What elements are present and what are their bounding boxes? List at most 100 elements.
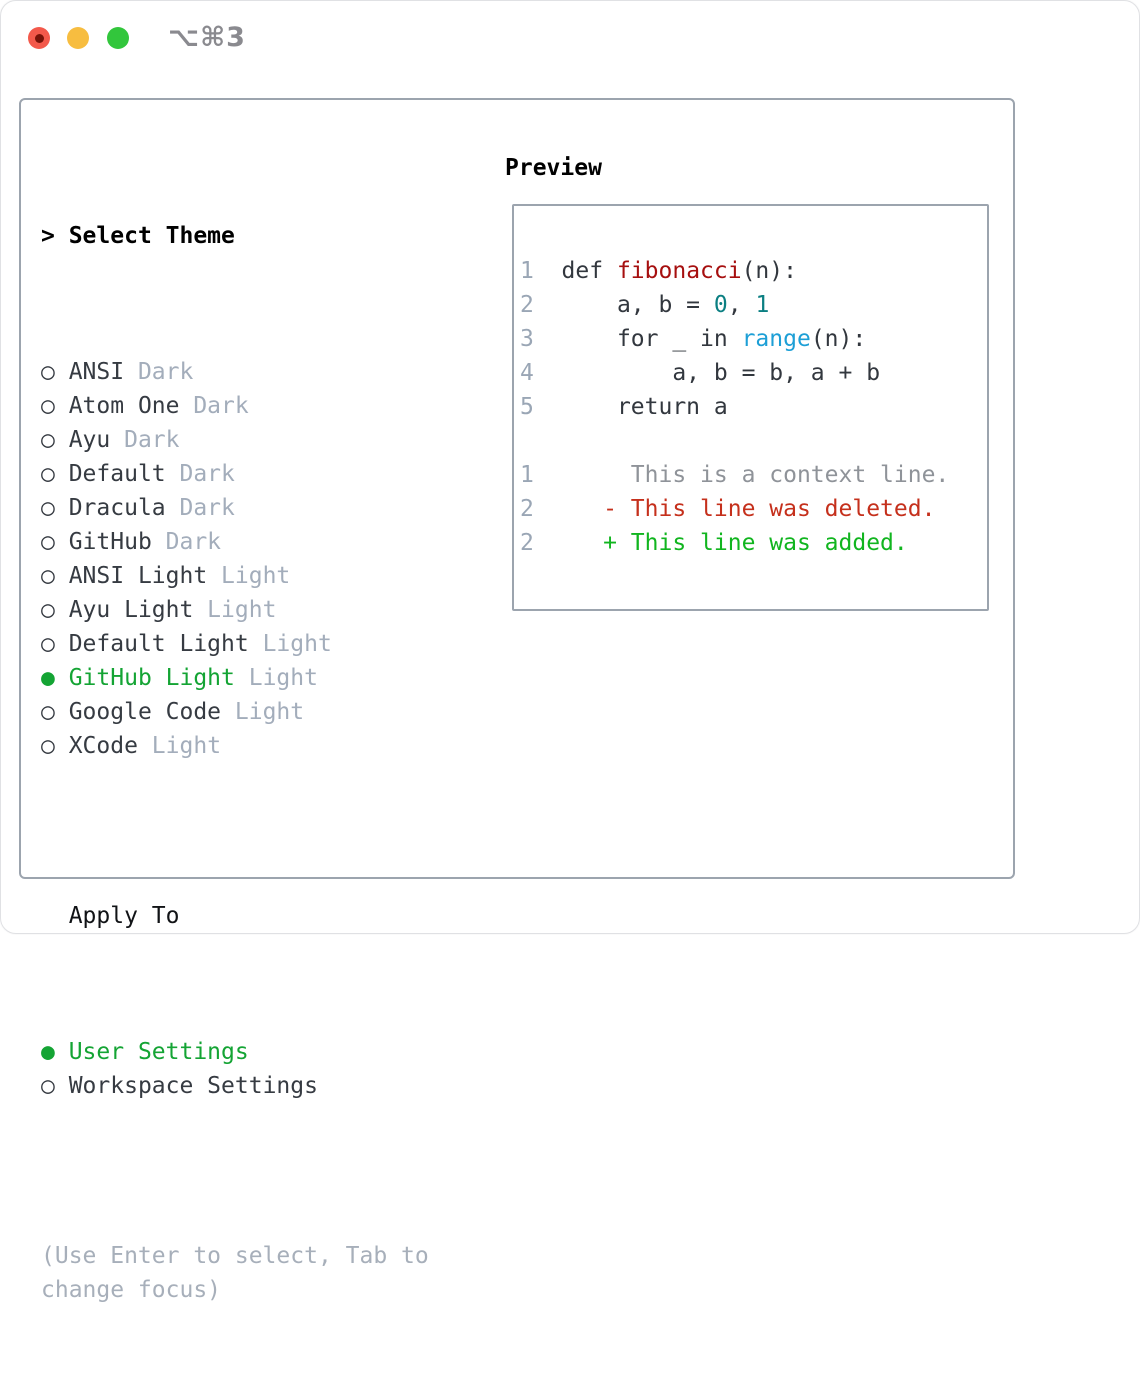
theme-variant-tag: Dark [151,529,222,555]
theme-name: Atom One [68,393,180,419]
apply-option-user-settings[interactable]: ● User Settings [41,1035,429,1069]
theme-item-ayu-light[interactable]: ○ Ayu Light Light [41,593,429,627]
theme-name: Dracula [68,495,166,521]
apply-option-label: Workspace Settings [68,1073,318,1099]
radio-icon: ○ [41,393,69,419]
theme-name: GitHub Light [68,665,235,691]
code-segment-ln: 2 [520,530,534,556]
apply-option-workspace-settings[interactable]: ○ Workspace Settings [41,1069,429,1103]
radio-icon: ○ [41,495,69,521]
theme-variant-tag: Dark [165,495,235,521]
theme-item-github-light[interactable]: ● GitHub Light Light [41,661,429,695]
theme-variant-tag: Light [248,631,332,657]
code-segment-del: - This line was deleted. [603,496,936,522]
theme-item-ansi[interactable]: ○ ANSI Dark [41,355,429,389]
theme-variant-tag: Light [137,733,222,759]
theme-name: Ayu Light [68,597,194,623]
radio-icon: ○ [41,1073,69,1099]
theme-item-ayu[interactable]: ○ Ayu Dark [41,423,429,457]
radio-icon: ○ [41,427,69,453]
theme-name: Ayu [68,427,111,453]
preview-heading: Preview [505,155,602,181]
code-line: 5 return a [520,390,987,424]
theme-variant-tag: Light [221,699,305,725]
code-line: 1 def fibonacci(n): [520,254,987,288]
code-segment-pl [534,496,603,522]
title-bar: ⌥⌘3 [1,1,1139,71]
code-segment-ln: 5 [520,394,534,420]
code-segment-pl: def [533,258,617,284]
theme-item-google-code[interactable]: ○ Google Code Light [41,695,429,729]
theme-name: Default [68,461,166,487]
theme-item-dracula[interactable]: ○ Dracula Dark [41,491,429,525]
code-segment-pl: (n): [741,258,797,284]
code-line: 2 - This line was deleted. [520,492,987,526]
theme-picker-left-column: > Select Theme ○ ANSI Dark○ Atom One Dar… [41,151,429,1375]
radio-icon: ○ [41,631,69,657]
selected-radio-icon: ● [41,1039,69,1065]
theme-variant-tag: Light [207,563,291,589]
radio-icon: ○ [41,563,69,589]
code-segment-pl: a, b = b, a + b [533,360,881,386]
code-segment-pl: a, b = [533,292,714,318]
code-segment-ln: 2 [520,292,534,318]
code-segment-ln: 2 [520,496,534,522]
code-segment-add: + This line was added. [603,530,908,556]
select-theme-heading: > Select Theme [41,219,429,253]
pointer-icon: > [41,223,69,249]
radio-icon: ○ [41,733,69,759]
close-dot-icon [34,33,44,43]
minimize-button[interactable] [67,27,89,49]
code-line: 3 for _ in range(n): [520,322,987,356]
code-line: 1 This is a context line. [520,458,987,492]
code-line: 2 + This line was added. [520,526,987,560]
close-button[interactable] [28,27,50,49]
theme-picker-panel: > Select Theme ○ ANSI Dark○ Atom One Dar… [19,98,1015,1303]
apply-option-label: User Settings [68,1039,249,1065]
theme-item-github[interactable]: ○ GitHub Dark [41,525,429,559]
code-segment-pl [534,530,603,556]
theme-name: ANSI Light [68,563,208,589]
theme-name: Default Light [68,631,249,657]
window-title: ⌥⌘3 [168,22,246,53]
keyboard-hint: (Use Enter to select, Tab to change focus… [41,1239,429,1307]
hint-line: (Use Enter to select, Tab to [41,1243,429,1269]
theme-variant-tag: Dark [179,393,249,419]
app-window: ⌥⌘3 > Select Theme ○ ANSI Dark○ Atom One… [0,0,1140,1303]
theme-name: GitHub [68,529,152,555]
theme-variant-tag: Light [234,665,318,691]
theme-item-default[interactable]: ○ Default Dark [41,457,429,491]
hint-line: change focus) [41,1277,222,1303]
code-line: 2 a, b = 0, 1 [520,288,987,322]
blank-line [520,424,987,458]
code-segment-pl: for _ in [533,326,742,352]
theme-name: Google Code [68,699,222,725]
apply-to-heading: Apply To [68,903,180,929]
theme-name: XCode [68,733,138,759]
theme-item-xcode[interactable]: ○ XCode Light [41,729,429,763]
theme-variant-tag: Dark [165,461,235,487]
theme-item-atom-one[interactable]: ○ Atom One Dark [41,389,429,423]
code-segment-bi: range [741,326,811,352]
radio-icon: ○ [41,359,69,385]
code-segment-nm: 1 [755,292,770,318]
theme-variant-tag: Dark [110,427,180,453]
selected-radio-icon: ● [41,665,69,691]
code-segment-pl: (n): [810,326,867,352]
radio-icon: ○ [41,699,69,725]
code-segment-ln: 3 [520,326,534,352]
radio-icon: ○ [41,597,69,623]
code-segment-ln: 1 [520,462,534,488]
apply-to-options: ● User Settings○ Workspace Settings [41,1035,429,1103]
theme-variant-tag: Light [193,597,277,623]
theme-item-ansi-light[interactable]: ○ ANSI Light Light [41,559,429,593]
code-segment-ln: 4 [520,360,534,386]
radio-icon: ○ [41,461,69,487]
zoom-button[interactable] [107,27,129,49]
code-segment-pl: , [727,292,756,318]
radio-icon: ○ [41,529,69,555]
theme-item-default-light[interactable]: ○ Default Light Light [41,627,429,661]
code-line: 4 a, b = b, a + b [520,356,987,390]
